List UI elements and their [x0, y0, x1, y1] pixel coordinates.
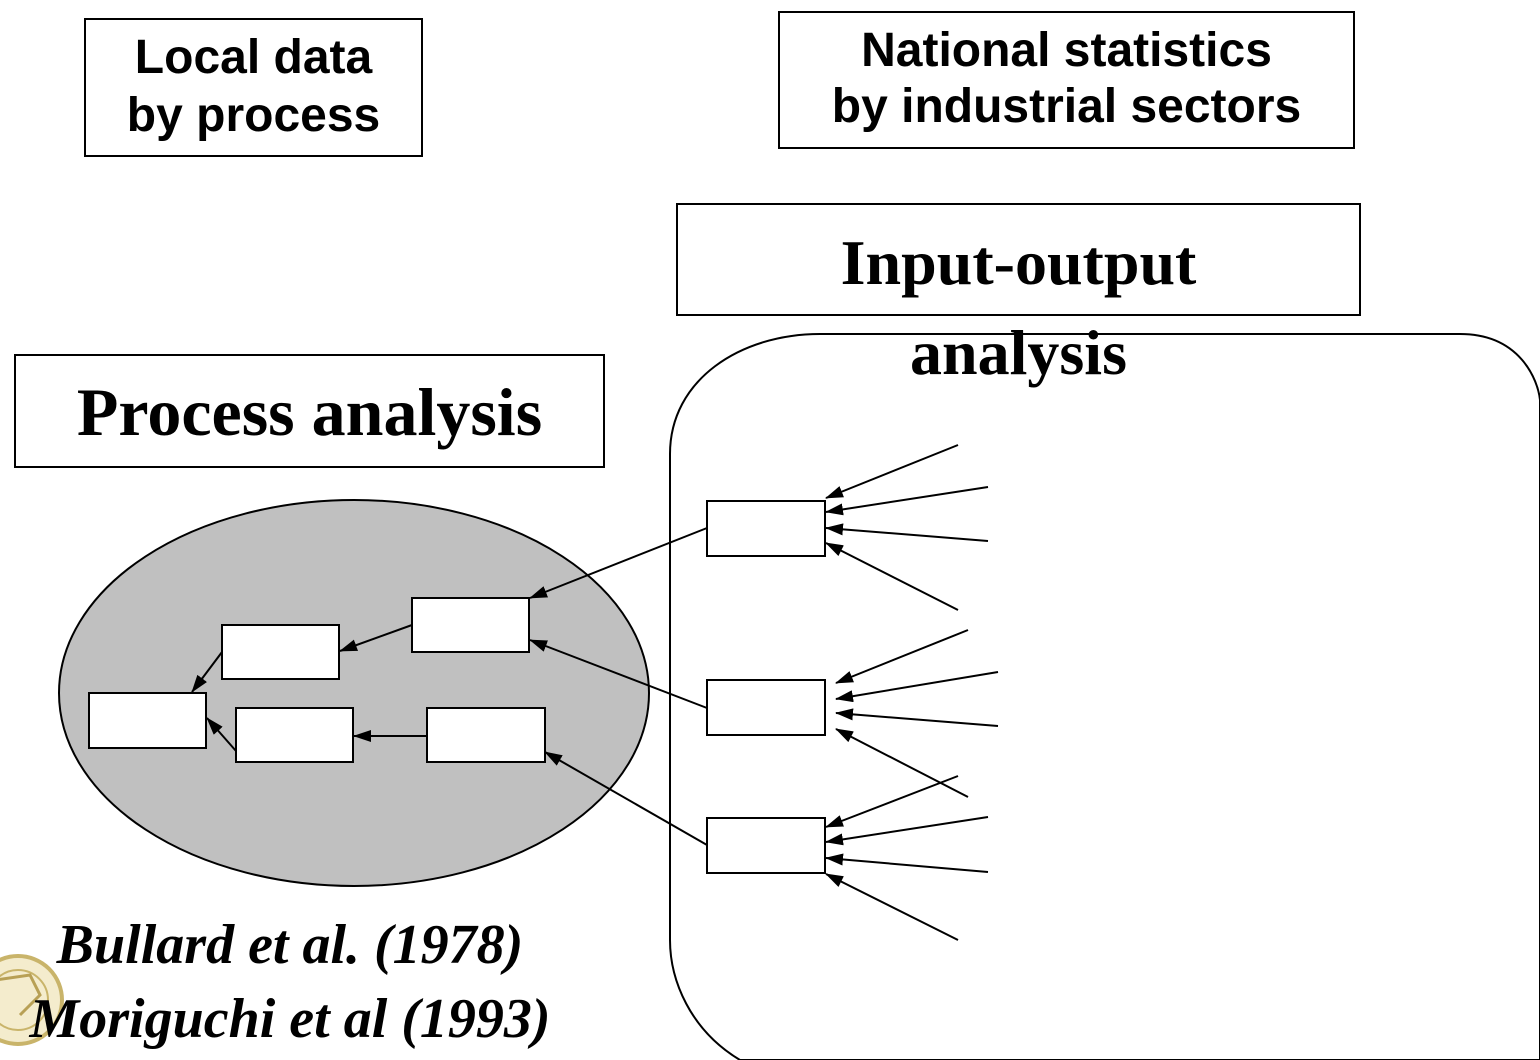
input-output-line-2: analysis	[910, 317, 1127, 388]
arrow-s1-to-p2	[529, 527, 708, 599]
input-arrow	[825, 523, 989, 542]
input-output-title: Input-output analysis	[676, 218, 1361, 398]
process-box-1	[88, 692, 207, 749]
arrow-s2-to-p2	[529, 639, 708, 709]
arrow-p4-to-p1	[206, 717, 237, 752]
input-arrow	[825, 542, 959, 611]
university-seal-icon	[0, 954, 64, 1046]
local-data-line-2: by process	[126, 89, 381, 142]
process-analysis-region	[58, 499, 650, 887]
sector-1-inputs	[825, 444, 989, 611]
sector-box-1	[706, 500, 826, 557]
input-arrow	[825, 444, 959, 499]
input-arrow	[825, 853, 989, 873]
input-arrow	[835, 671, 999, 703]
citations: Bullard et al. (1978) Moriguchi et al (1…	[0, 908, 610, 1056]
sector-boxes	[706, 500, 826, 874]
national-statistics-line-1: National statistics	[861, 24, 1272, 77]
input-output-line-1: Input-output	[840, 227, 1197, 298]
local-data-label: Local data by process	[84, 18, 423, 157]
national-statistics-label: National statistics by industrial sector…	[778, 11, 1355, 149]
sector-box-3	[706, 817, 826, 874]
process-box-4	[235, 707, 354, 763]
input-arrow	[835, 728, 969, 798]
local-data-line-1: Local data	[134, 31, 373, 84]
input-arrow	[825, 486, 989, 516]
process-box-2	[411, 597, 530, 653]
arrow-p2-to-p3	[339, 624, 413, 652]
input-arrow	[835, 629, 969, 684]
process-arrows	[191, 624, 427, 752]
input-arrow	[825, 873, 959, 941]
arrow-s3-to-p5	[544, 751, 708, 846]
input-output-title-box	[676, 203, 1361, 316]
national-statistics-line-2: by industrial sectors	[831, 80, 1302, 133]
sector-box-2	[706, 679, 826, 736]
input-arrow	[825, 816, 989, 846]
sector-2-inputs	[835, 629, 999, 798]
input-arrow	[825, 775, 959, 828]
sector-to-process-arrows	[529, 527, 708, 846]
sector-3-inputs	[825, 775, 989, 941]
arrow-p3-to-p1	[191, 651, 223, 693]
input-arrow	[835, 708, 999, 727]
process-boxes	[88, 597, 546, 763]
process-analysis-text: Process analysis	[76, 374, 543, 450]
process-analysis-title: Process analysis	[14, 354, 605, 468]
process-box-3	[221, 624, 340, 680]
citation-bullard: Bullard et al. (1978)	[56, 914, 524, 976]
input-output-region	[669, 333, 1540, 1060]
process-box-5	[426, 707, 546, 763]
citation-moriguchi: Moriguchi et al (1993)	[29, 988, 551, 1050]
